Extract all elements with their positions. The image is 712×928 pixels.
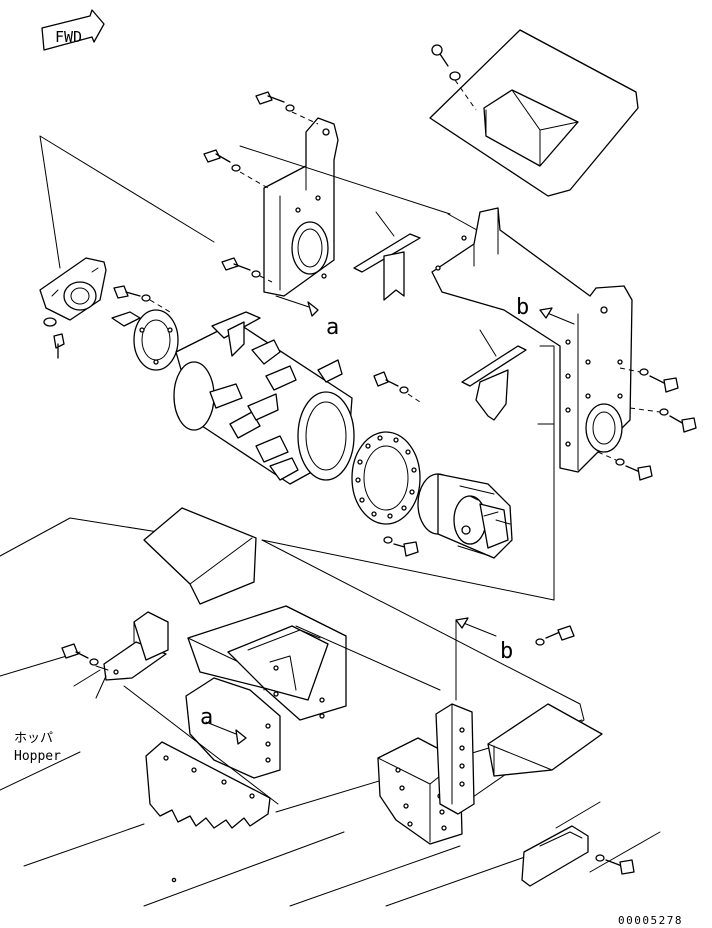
frame-bolt-right	[535, 625, 575, 646]
fwd-arrow-marker: FWD	[41, 9, 105, 51]
lower-right-bolt	[595, 854, 635, 875]
callout-b-bottom: b	[455, 617, 513, 701]
svg-text:a: a	[200, 705, 213, 730]
callout-b-top: b	[516, 295, 575, 325]
hopper-label: ホッパ Hopper	[14, 731, 61, 764]
scraper-plate	[145, 741, 271, 829]
lower-right-small-plate	[521, 825, 589, 887]
callout-a-top: a	[275, 295, 339, 340]
flange-bearing	[39, 257, 107, 321]
svg-text:Hopper: Hopper	[14, 749, 61, 764]
side-mounting-plate	[103, 611, 169, 681]
svg-text:b: b	[500, 639, 513, 664]
rotor-drum	[173, 311, 355, 485]
bearing-bolts	[43, 285, 151, 359]
svg-text:ホッパ: ホッパ	[14, 731, 53, 746]
right-side-bracket	[431, 207, 633, 473]
svg-text:a: a	[326, 315, 339, 340]
top-cover-bolt	[431, 44, 461, 81]
drawing-number: 00005278	[618, 914, 683, 927]
small-chute-plate-right	[461, 329, 527, 421]
top-cover-plate	[429, 29, 639, 197]
fwd-label: FWD	[55, 28, 82, 46]
chute-housing	[187, 605, 347, 721]
side-plate-bolt	[61, 643, 99, 666]
left-side-bracket	[263, 117, 339, 297]
small-chute-plate-left	[353, 211, 421, 301]
hydraulic-motor	[417, 473, 513, 559]
left-bracket-bolts	[203, 91, 295, 278]
drum-flange-ring	[351, 431, 421, 525]
svg-text:b: b	[516, 295, 529, 320]
lower-cover-plate-left	[143, 507, 257, 605]
lower-cover-plate-right	[487, 703, 603, 777]
right-bracket-bolts	[615, 368, 697, 481]
callout-a-bottom: a	[200, 705, 247, 745]
flange-ring-bolts	[373, 371, 419, 557]
inner-upright-bracket	[435, 703, 475, 815]
drive-shaft-flange	[111, 309, 179, 371]
